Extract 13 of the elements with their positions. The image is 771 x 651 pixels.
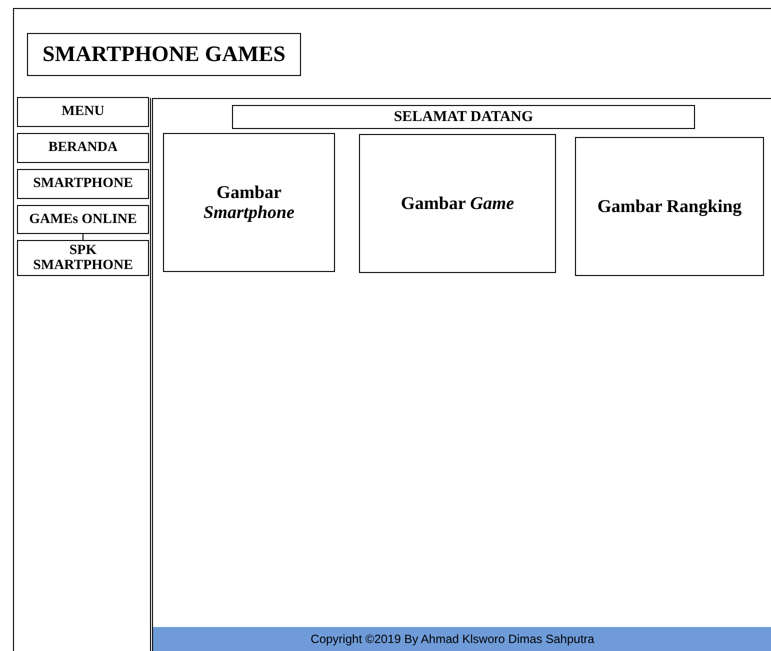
image-placeholder-box: Gambar Game <box>359 134 556 273</box>
image-placeholder-box: Gambar Rangking <box>575 137 764 276</box>
connector-line <box>82 234 84 240</box>
menu-header-box: MENU <box>17 97 149 127</box>
footer-bar: Copyright ©2019 By Ahmad Klsworo Dimas Sahputra <box>153 627 771 651</box>
nav-box: BERANDA <box>17 133 149 163</box>
title-box: SMARTPHONE GAMES <box>27 33 301 76</box>
image-placeholder-box: Gambar Smartphone <box>163 133 335 272</box>
nav-box: SMARTPHONE <box>17 169 149 199</box>
nav-box: GAMEs ONLINE <box>17 205 149 234</box>
welcome-banner: SELAMAT DATANG <box>232 105 695 129</box>
content-panel <box>152 98 771 651</box>
nav-box: SPK SMARTPHONE <box>17 240 149 276</box>
